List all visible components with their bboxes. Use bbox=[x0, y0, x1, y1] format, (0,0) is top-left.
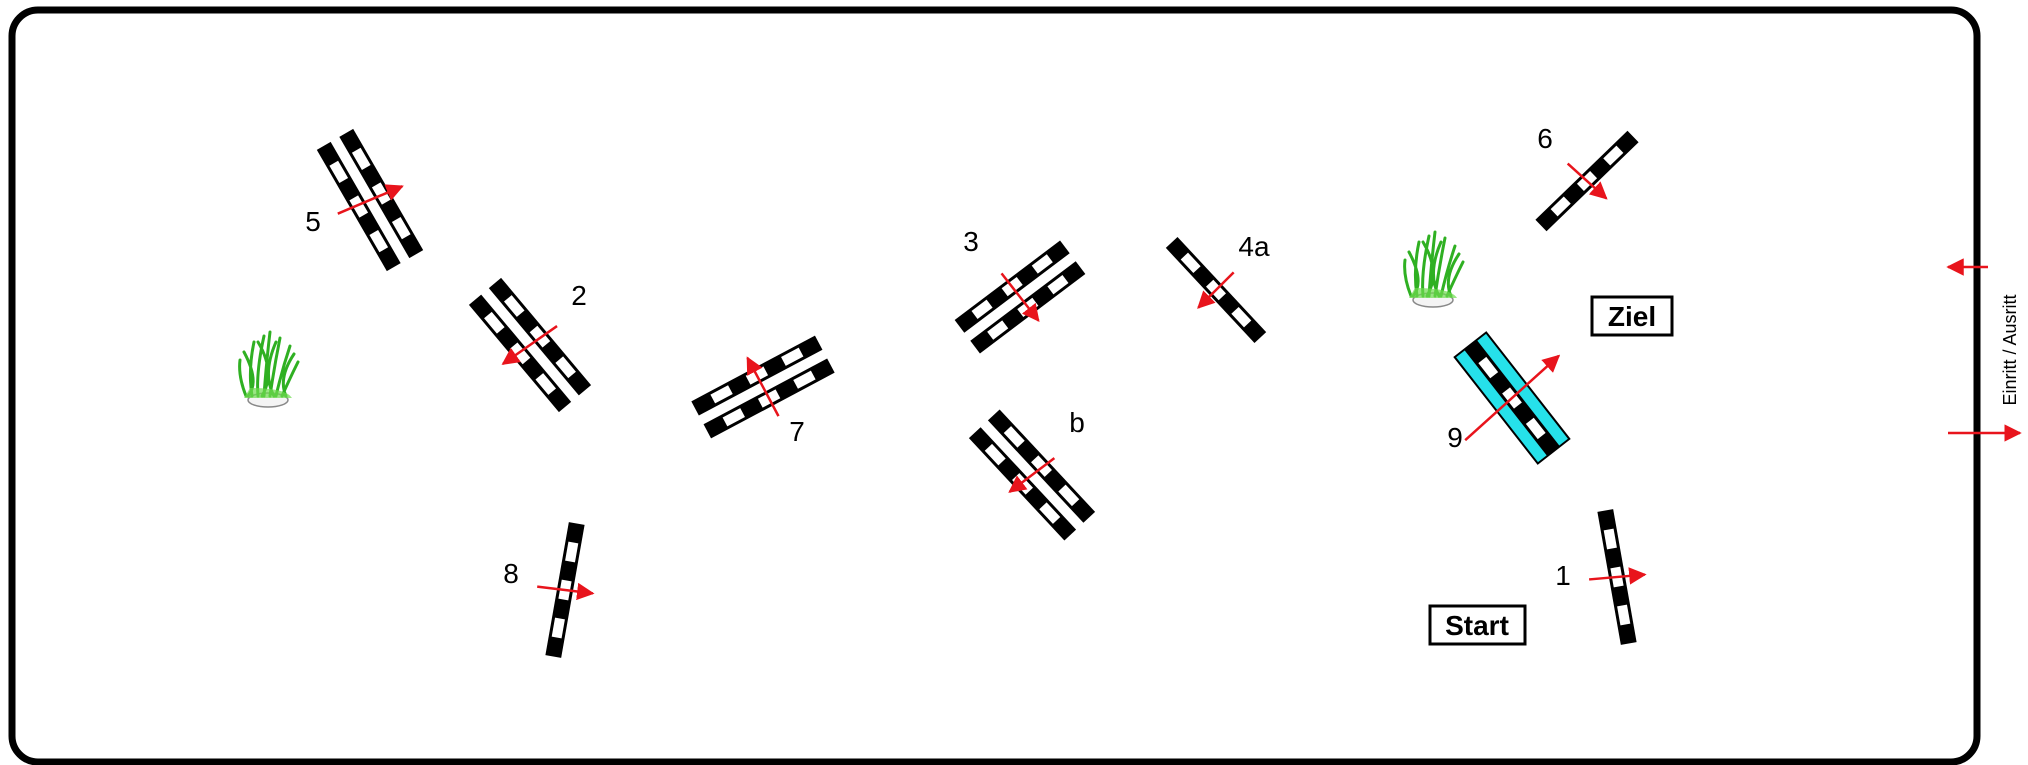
pole-stripe bbox=[1617, 604, 1631, 626]
pole-stripe bbox=[391, 216, 411, 240]
pole-stripe bbox=[484, 311, 505, 334]
pole-stripe bbox=[369, 229, 389, 253]
pole-stripe bbox=[503, 295, 525, 317]
pole-stripe bbox=[1003, 426, 1025, 448]
pole-stripe bbox=[1031, 254, 1053, 274]
pole-stripe bbox=[555, 356, 576, 379]
direction-arrow bbox=[1566, 162, 1608, 200]
pole-stripe bbox=[1047, 275, 1069, 295]
entrance-exit: Einritt / Ausritt bbox=[1946, 258, 2022, 442]
obstacle-8: 8 bbox=[503, 522, 595, 658]
obstacle-7: 7 bbox=[691, 335, 835, 447]
arena-border bbox=[8, 6, 1981, 765]
direction-arrow bbox=[501, 325, 558, 365]
pole-stripe bbox=[1231, 306, 1252, 328]
obstacle-pole bbox=[987, 409, 1096, 523]
pole-stripe bbox=[987, 320, 1009, 340]
pole-stripe bbox=[1031, 455, 1052, 477]
pole-stripe bbox=[551, 617, 565, 639]
obstacle-2: 2 bbox=[468, 277, 592, 413]
pole-stripe bbox=[793, 370, 816, 389]
obstacle-label: 1 bbox=[1555, 560, 1571, 591]
obstacle-label: b bbox=[1069, 407, 1085, 438]
obstacle-label: 2 bbox=[571, 280, 587, 311]
obstacle-label: 3 bbox=[963, 226, 979, 257]
pole-stripe bbox=[1603, 145, 1624, 166]
start-sign-label: Start bbox=[1445, 610, 1509, 641]
obstacle-6: 6 bbox=[1535, 123, 1639, 232]
obstacle-1: 1 bbox=[1555, 509, 1647, 645]
obstacle-label: 5 bbox=[305, 206, 321, 237]
obstacle-9: 9 bbox=[1447, 331, 1571, 465]
obstacle-pole bbox=[339, 128, 424, 259]
pole-stripe bbox=[710, 385, 733, 404]
direction-arrow bbox=[746, 356, 780, 417]
pole-stripe bbox=[971, 299, 993, 319]
entrance-label: Einritt / Ausritt bbox=[2000, 294, 2020, 405]
direction-arrow bbox=[1464, 354, 1561, 442]
direction-arrow bbox=[1008, 457, 1056, 493]
pole-stripe bbox=[349, 195, 369, 218]
obstacle-label: 4a bbox=[1238, 231, 1270, 262]
pole-stripe bbox=[1550, 196, 1571, 217]
pole-stripe bbox=[1039, 502, 1061, 524]
obstacle-5: 5 bbox=[305, 128, 424, 272]
pole-stripe bbox=[1603, 528, 1617, 550]
pole-stripe bbox=[1525, 417, 1546, 440]
pole-stripe bbox=[535, 373, 557, 395]
obstacle-4a: 4a bbox=[1165, 231, 1270, 343]
pole-stripe bbox=[1478, 356, 1499, 379]
pole-stripe bbox=[1058, 484, 1080, 507]
pole-stripe bbox=[351, 147, 371, 171]
direction-arrow bbox=[537, 582, 595, 601]
finish-sign: Ziel bbox=[1590, 295, 1674, 337]
pole-stripe bbox=[565, 541, 579, 563]
pole-stripe bbox=[722, 408, 745, 427]
direction-arrow bbox=[337, 184, 404, 215]
start-sign: Start bbox=[1428, 604, 1527, 646]
obstacle-label: 6 bbox=[1537, 123, 1553, 154]
obstacle-b: b bbox=[968, 407, 1096, 541]
obstacles-layer: 5 2 7 8 3 b 4a 6 9 1 bbox=[305, 123, 1647, 658]
obstacle-label: 8 bbox=[503, 558, 519, 589]
finish-sign-label: Ziel bbox=[1608, 301, 1656, 332]
direction-arrow bbox=[1588, 567, 1647, 585]
obstacle-label: 7 bbox=[789, 416, 805, 447]
obstacle-3: 3 bbox=[954, 226, 1086, 354]
direction-arrow bbox=[1000, 272, 1040, 323]
pole-stripe bbox=[781, 347, 804, 366]
pole-stripe bbox=[1180, 252, 1201, 274]
obstacle-pole bbox=[316, 141, 401, 272]
pole-stripe bbox=[329, 160, 349, 184]
pole-stripe bbox=[984, 443, 1006, 466]
obstacle-label: 9 bbox=[1447, 422, 1463, 453]
direction-arrow bbox=[1197, 271, 1235, 309]
